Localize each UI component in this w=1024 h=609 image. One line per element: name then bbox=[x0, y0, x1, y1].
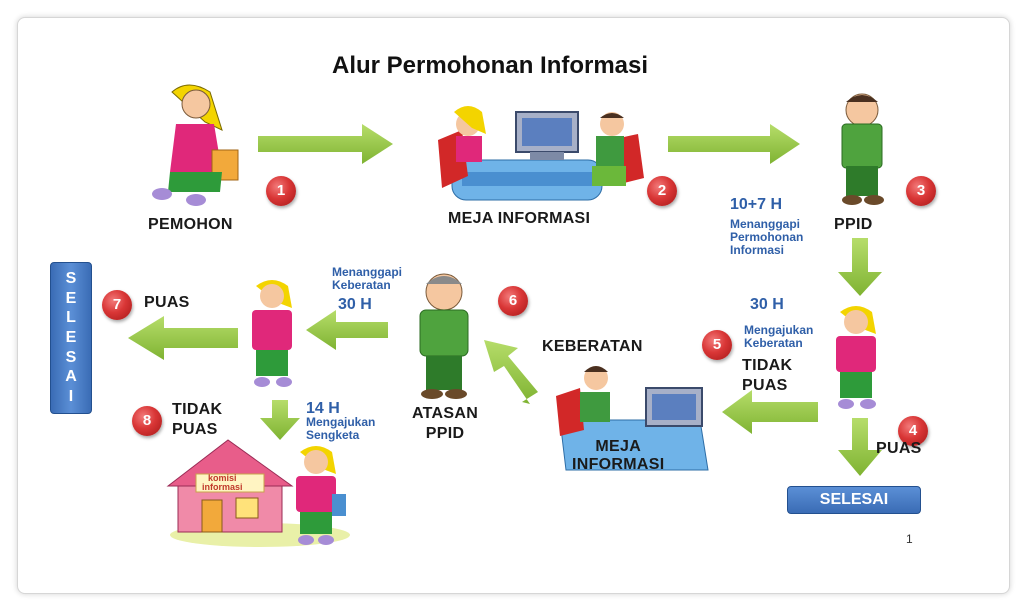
diagram-title: Alur Permohonan Informasi bbox=[332, 52, 649, 79]
selesai-letter: E bbox=[65, 289, 77, 307]
step-badge-4: 4 bbox=[898, 416, 928, 446]
step-badge-2: 2 bbox=[647, 176, 677, 206]
step-badge-1: 1 bbox=[266, 176, 296, 206]
selesai-letter: A bbox=[65, 368, 77, 386]
arrow-pemohon-to-selesai bbox=[128, 316, 238, 360]
label-pemohon: PEMOHON bbox=[148, 216, 233, 233]
ppid-figure bbox=[841, 93, 884, 205]
selesai-horizontal-box: SELESAI bbox=[787, 486, 921, 514]
meja-informasi-bottom-figure bbox=[556, 366, 709, 471]
duration-30-left: 30 H bbox=[338, 296, 372, 313]
note-menanggapi-permohonan: Menanggapi Permohonan Informasi bbox=[730, 217, 804, 257]
note-mengajukan-sengketa: Mengajukan Sengketa bbox=[306, 415, 376, 442]
pemohon-bottom-figure bbox=[296, 446, 346, 545]
label-puas-right: PUAS bbox=[876, 440, 922, 457]
note-menanggapi-keberatan: Menanggapi Keberatan bbox=[332, 265, 403, 292]
step-badge-6: 6 bbox=[498, 286, 528, 316]
arrow-atasan-to-pemohon bbox=[306, 310, 388, 350]
selesai-letter: L bbox=[66, 309, 76, 327]
step-badge-7: 7 bbox=[102, 290, 132, 320]
selesai-vertical-box: S E L E S A I bbox=[50, 262, 92, 414]
label-tidak-puas-right: TIDAK PUAS bbox=[742, 357, 793, 394]
duration-10-7: 10+7 H bbox=[730, 196, 783, 213]
page-number: 1 bbox=[906, 532, 913, 546]
label-meja-informasi-bottom: MEJA INFORMASI bbox=[572, 438, 665, 473]
step-badge-3: 3 bbox=[906, 176, 936, 206]
selesai-letter: S bbox=[65, 269, 77, 287]
step-badge-5: 5 bbox=[702, 330, 732, 360]
arrow-pemohon-to-meja bbox=[258, 124, 393, 164]
selesai-letter: S bbox=[65, 348, 77, 366]
atasan-ppid-figure bbox=[419, 273, 469, 399]
label-komisi-informasi: komisi informasi bbox=[202, 473, 243, 492]
arrow-to-komisi bbox=[260, 400, 300, 440]
label-meja-informasi-top: MEJA INFORMASI bbox=[448, 210, 591, 227]
step-badge-8: 8 bbox=[132, 406, 162, 436]
selesai-letter: E bbox=[65, 328, 77, 346]
label-tidak-puas-left: TIDAK PUAS bbox=[172, 401, 223, 438]
note-mengajukan-keberatan: Mengajukan Keberatan bbox=[744, 323, 814, 350]
label-ppid: PPID bbox=[834, 216, 873, 233]
arrow-ppid-down bbox=[838, 238, 882, 296]
arrow-to-meja-bottom bbox=[722, 390, 818, 434]
pemohon-left-figure bbox=[252, 280, 292, 387]
label-atasan-ppid: ATASAN PPID bbox=[412, 405, 479, 442]
label-keberatan: KEBERATAN bbox=[542, 338, 643, 355]
pemohon-figure bbox=[152, 84, 239, 206]
selesai-letter: I bbox=[68, 388, 74, 406]
arrow-down-to-selesai bbox=[838, 418, 882, 476]
arrow-meja-to-ppid bbox=[668, 124, 800, 164]
duration-14: 14 H bbox=[306, 400, 340, 417]
arrow-meja-to-atasan bbox=[484, 340, 538, 404]
pemohon-right-figure bbox=[836, 306, 876, 409]
duration-30-right: 30 H bbox=[750, 296, 784, 313]
meja-informasi-top-figure bbox=[438, 106, 644, 201]
label-puas-left: PUAS bbox=[144, 294, 190, 311]
